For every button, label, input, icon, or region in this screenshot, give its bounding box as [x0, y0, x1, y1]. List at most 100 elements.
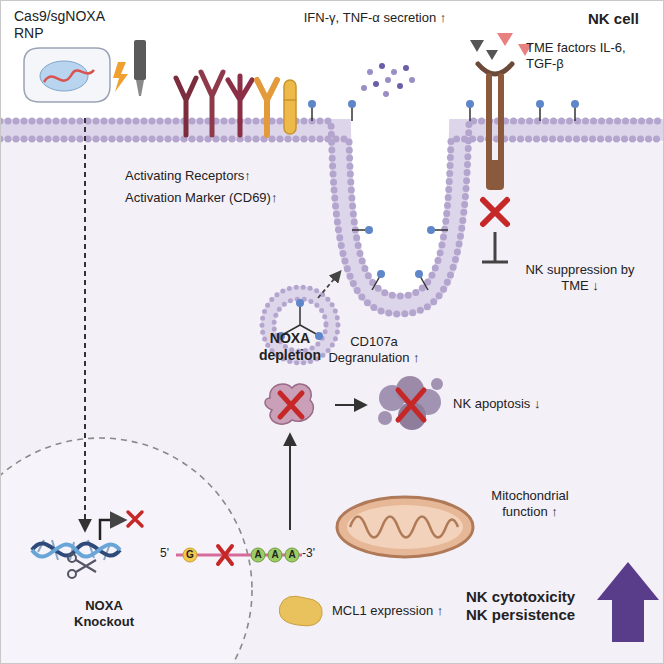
membrane-pins-part: [377, 270, 385, 278]
increase-arrow-part: [597, 562, 659, 642]
suppression-label: NK suppression by TME ↓: [515, 262, 645, 293]
mrna-part: [285, 548, 299, 562]
cell-membrane-part: [0, 139, 664, 296]
nucleotide-letter: A: [268, 548, 282, 562]
membrane-pins-part: [351, 106, 353, 121]
mrna-part: [218, 546, 232, 564]
apoptotic-cells-part: [378, 411, 392, 425]
activating-receptors-part: [201, 72, 223, 135]
activating-receptors-part: [284, 99, 296, 101]
cytokine-dots: [361, 63, 415, 97]
node-text: NOXA depletion: [245, 330, 335, 364]
apoptotic-cells-part: [398, 390, 424, 420]
strand-end: -3': [302, 546, 326, 560]
rnp-vial-part: [136, 80, 144, 96]
cell-membrane-part: [0, 121, 664, 314]
membrane-pins-part: [571, 100, 579, 108]
tme-receptor-part: [486, 160, 504, 190]
rnp-vial-part: [24, 48, 110, 102]
dna-helix-part: [32, 544, 120, 556]
membrane-pins-part: [536, 100, 544, 108]
increase-arrow: [597, 562, 659, 642]
cytokine-dots-part: [385, 77, 391, 83]
nucleotide-letter: A: [285, 548, 299, 562]
cell-membrane: [0, 121, 664, 314]
mrna: [176, 546, 302, 564]
cytokine-dots-part: [367, 69, 373, 75]
mcl1-label: MCL1 expression ↑: [332, 603, 482, 619]
receptor-label: Activating Receptors↑: [125, 168, 345, 184]
membrane-pins-part: [311, 106, 313, 121]
activating-receptors-part: [257, 80, 277, 135]
cytokine-dots-part: [409, 77, 415, 83]
apoptotic-cells-part: [431, 378, 443, 390]
mrna-part: [183, 548, 197, 562]
tme-receptor-part: [478, 64, 512, 74]
node-text: NOXA Knockout: [64, 598, 144, 629]
vesicle-part: [318, 272, 340, 298]
tme-receptor-part: [470, 40, 484, 52]
membrane-pins-part: [574, 106, 576, 121]
apoptosis-node: NK apoptosis ↓: [365, 372, 565, 438]
tme-receptor-part: [486, 50, 498, 60]
cytokine-dots-part: [397, 83, 403, 89]
membrane-pins-part: [427, 226, 435, 234]
activating-receptors: [176, 72, 296, 135]
vesicle-part: [296, 299, 304, 307]
arrow-connector: [335, 404, 365, 406]
cytokine-dots-part: [373, 81, 379, 87]
dna-helix-part: [76, 560, 96, 572]
mitochondrion-part: [337, 497, 473, 557]
membrane-pins-part: [348, 100, 356, 108]
noxa-protein: [265, 384, 313, 424]
mcl1-protein: [279, 596, 322, 626]
cytokine-dots-part: [403, 65, 409, 71]
activating-receptors-part: [176, 78, 196, 135]
cytokine-dots-part: [383, 91, 389, 97]
dna-helix-part: [100, 520, 124, 540]
tme-receptor-part: [482, 232, 508, 262]
apoptotic-cells: [378, 376, 443, 430]
membrane-pins: [308, 100, 579, 290]
dna-helix: [32, 512, 142, 578]
tme-receptor-part: [497, 33, 513, 46]
rnp-vial-part: [40, 61, 88, 91]
activating-receptors-part: [284, 80, 296, 134]
membrane-pins-part: [352, 229, 367, 231]
strand-end: 5': [160, 546, 176, 560]
noxa-protein-part: [265, 384, 313, 424]
degranulation-label: CD107a Degranulation ↑: [318, 334, 430, 365]
membrane-pins-part: [469, 106, 471, 121]
membrane-pins-part: [372, 276, 380, 290]
cytokine-dots-part: [379, 63, 385, 69]
vesicle-part: [315, 332, 323, 340]
mitochondrion-part: [347, 505, 463, 549]
mrna-part: [251, 548, 265, 562]
dna-helix-part: [68, 570, 76, 578]
node-text: Cas9/sgNOXA RNP: [14, 8, 114, 42]
membrane-pins-part: [420, 276, 428, 290]
marker-label: Activation Marker (CD69)↑: [125, 190, 345, 206]
mcl1-protein-part: [279, 596, 322, 626]
membrane-pins-part: [466, 100, 474, 108]
rnp-vial-part: [113, 62, 128, 92]
dna-helix-part: [128, 512, 142, 526]
nucleotide-letter: G: [183, 548, 197, 562]
nucleus-part: [0, 438, 252, 664]
membrane-pins-part: [415, 270, 423, 278]
nucleotide-letter: A: [251, 548, 265, 562]
secretion-label: IFN-γ, TNF-α secretion ↑: [300, 10, 450, 26]
outcome-label: NK cytotoxicity NK persistence: [466, 588, 598, 624]
cell-title: NK cell: [588, 10, 660, 28]
cytokine-dots-part: [391, 69, 397, 75]
rnp-vial-part: [44, 70, 94, 82]
mrna-part: [268, 548, 282, 562]
activating-receptors-part: [228, 76, 252, 135]
noxa-protein-node: NOXA depletion: [245, 330, 335, 435]
tme-receptor: [470, 33, 532, 262]
membrane-pins-part: [365, 226, 373, 234]
